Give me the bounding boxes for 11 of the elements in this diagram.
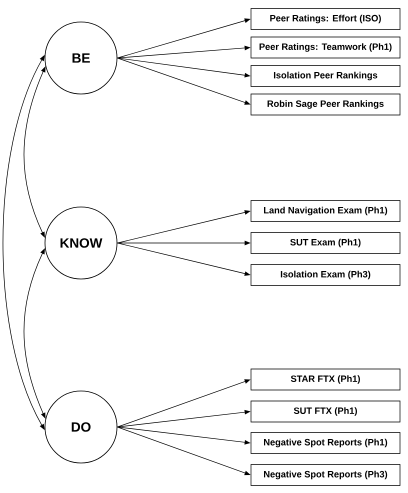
indicator-box: Peer Ratings: Teamwork (Ph1) bbox=[250, 36, 400, 58]
indicator-box: Isolation Exam (Ph3) bbox=[250, 264, 400, 286]
indicator-box: Robin Sage Peer Rankings bbox=[250, 94, 400, 116]
indicator-box: Negative Spot Reports (Ph3) bbox=[250, 464, 400, 486]
indicator-box: SUT FTX (Ph1) bbox=[250, 400, 400, 422]
indicator-box: Peer Ratings: Effort (ISO) bbox=[250, 8, 400, 30]
indicator-box: STAR FTX (Ph1) bbox=[250, 368, 400, 390]
indicator-box: Land Navigation Exam (Ph1) bbox=[250, 200, 400, 222]
indicator-box: Negative Spot Reports (Ph1) bbox=[250, 432, 400, 454]
indicator-box: SUT Exam (Ph1) bbox=[250, 232, 400, 254]
indicator-box: Isolation Peer Rankings bbox=[250, 65, 400, 87]
